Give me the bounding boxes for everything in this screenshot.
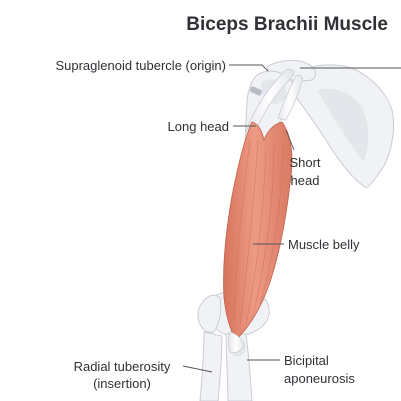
- ulna-olecranon: [197, 294, 222, 333]
- label-short-head-line1: Short: [289, 155, 320, 170]
- muscle-fibres: [233, 139, 283, 326]
- scapula-shade: [318, 88, 369, 162]
- label-supraglenoid: Supraglenoid tubercle (origin): [55, 58, 226, 73]
- ulna-bone: [199, 331, 223, 401]
- distal-tendon: [228, 331, 245, 354]
- label-radial-line2: (insertion): [93, 376, 151, 391]
- label-long-head: Long head: [168, 119, 229, 134]
- muscle-belly: [223, 121, 293, 341]
- short-head-tendon: [277, 74, 303, 121]
- diagram-title: Biceps Brachii Muscle: [186, 14, 388, 35]
- label-bicipital-line2: aponeurosis: [284, 371, 355, 386]
- leader-radial: [182, 365, 213, 373]
- label-muscle-belly: Muscle belly: [288, 237, 360, 252]
- label-bicipital-line1: Bicipital: [284, 353, 329, 368]
- label-radial-line1: Radial tuberosity: [74, 359, 171, 374]
- label-short-head-line2: head: [291, 173, 320, 188]
- tendon-band: [249, 86, 263, 96]
- leader-supraglenoid: [229, 64, 269, 72]
- leader-short-head: [285, 129, 295, 151]
